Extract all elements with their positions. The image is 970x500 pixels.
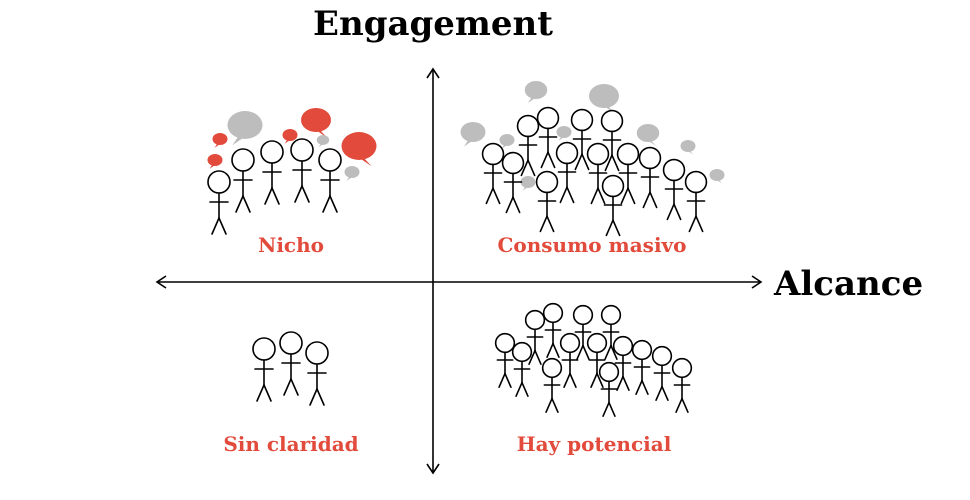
stick-figure-consumo-masivo xyxy=(638,146,662,209)
stick-figure-sin-claridad xyxy=(252,337,276,402)
stick-figure-hay-potencial xyxy=(494,332,516,388)
stick-figure-consumo-masivo xyxy=(586,142,610,205)
stick-figure-nicho xyxy=(207,170,231,235)
speech-bubble xyxy=(227,111,263,146)
speech-bubble xyxy=(212,133,228,148)
stick-figure-consumo-masivo xyxy=(555,141,579,204)
stick-figure-consumo-masivo xyxy=(570,108,594,171)
speech-bubble xyxy=(520,176,536,191)
speech-bubble xyxy=(316,135,330,148)
speech-bubbles xyxy=(207,81,725,191)
stick-figure-hay-potencial xyxy=(542,302,564,358)
quadrant-label-nicho: Nicho xyxy=(258,233,324,257)
stick-figure-consumo-masivo xyxy=(481,142,505,205)
stick-figure-hay-potencial xyxy=(541,357,563,413)
speech-bubble xyxy=(341,132,377,167)
stick-figure-hay-potencial xyxy=(559,332,581,388)
stick-figure-hay-potencial xyxy=(600,304,622,360)
stick-figure-hay-potencial xyxy=(572,304,594,360)
horizontal-axis xyxy=(155,275,763,289)
speech-bubble xyxy=(524,81,548,104)
speech-bubble xyxy=(680,140,696,155)
stick-figure-consumo-masivo xyxy=(616,142,640,205)
speech-bubble xyxy=(207,154,223,169)
quadrant-label-hay-potencial: Hay potencial xyxy=(516,432,672,456)
stick-figure-consumo-masivo xyxy=(516,114,540,177)
stick-figure-hay-potencial xyxy=(671,357,693,413)
stick-figure-nicho xyxy=(290,138,314,203)
stick-figure-hay-potencial xyxy=(524,309,546,365)
stick-figure-consumo-masivo xyxy=(536,106,560,169)
stick-figure-nicho xyxy=(231,148,255,213)
stick-figure-hay-potencial xyxy=(598,361,620,417)
stick-figure-sin-claridad xyxy=(279,331,303,396)
stick-figure-sin-claridad xyxy=(305,341,329,406)
stick-figure-consumo-masivo xyxy=(601,174,625,237)
stick-figure-hay-potencial xyxy=(612,335,634,391)
speech-bubble xyxy=(282,129,298,144)
stick-figure-nicho xyxy=(318,148,342,213)
stick-figure-consumo-masivo xyxy=(662,158,686,221)
stick-figure-hay-potencial xyxy=(586,332,608,388)
speech-bubble xyxy=(499,134,515,149)
speech-bubble xyxy=(556,126,572,141)
quadrant-label-sin-claridad: Sin claridad xyxy=(223,432,359,456)
vertical-axis-label: Engagement xyxy=(313,4,553,44)
speech-bubble xyxy=(344,166,360,181)
speech-bubble xyxy=(589,84,619,114)
stick-figure-hay-potencial xyxy=(511,341,533,397)
stick-figure-hay-potencial xyxy=(631,339,653,395)
quadrant-label-consumo-masivo: Consumo masivo xyxy=(497,233,687,257)
speech-bubble xyxy=(709,169,725,184)
stick-figure-consumo-masivo xyxy=(600,109,624,172)
stick-figure-consumo-masivo xyxy=(684,170,708,233)
stick-figures xyxy=(207,106,708,417)
vertical-axis xyxy=(426,67,440,475)
speech-bubble xyxy=(460,122,486,147)
stick-figure-consumo-masivo xyxy=(501,151,525,214)
stick-figure-hay-potencial xyxy=(651,345,673,401)
stick-figure-nicho xyxy=(260,140,284,205)
stick-figure-consumo-masivo xyxy=(535,170,559,233)
speech-bubble xyxy=(301,108,331,138)
horizontal-axis-label: Alcance xyxy=(774,264,924,304)
speech-bubble xyxy=(636,124,660,147)
